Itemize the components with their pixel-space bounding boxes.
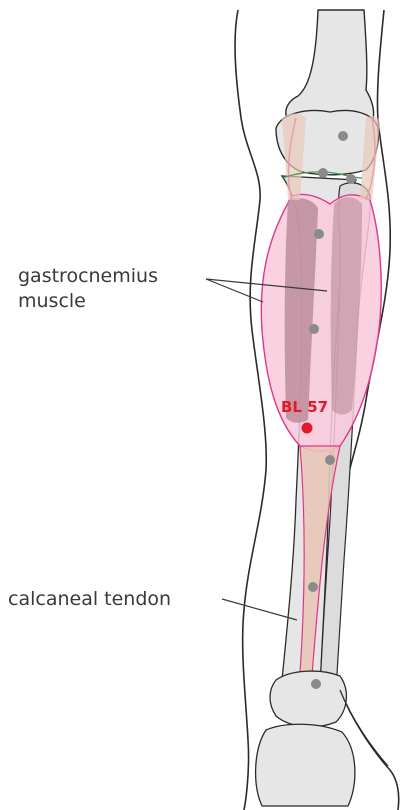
leader-line-gastrocnemius-medial	[206, 279, 263, 302]
calcaneal-tendon-label: calcaneal tendon	[8, 588, 171, 610]
acupoint-bl57-label: BL 57	[281, 398, 328, 416]
acupoint-bl57-marker	[302, 423, 313, 434]
landmark-point	[318, 168, 328, 178]
landmark-point	[338, 131, 348, 141]
landmark-point	[311, 679, 321, 689]
landmark-point	[309, 324, 319, 334]
heel-bone	[256, 724, 355, 806]
landmark-point	[346, 174, 356, 184]
gastrocnemius-label-line1: gastrocnemius	[18, 265, 158, 287]
leader-line-calcaneal-tendon	[222, 599, 297, 620]
landmark-point	[308, 582, 318, 592]
gastrocnemius-label-line2: muscle	[18, 290, 86, 312]
landmark-point	[314, 229, 324, 239]
landmark-point	[325, 455, 335, 465]
ankle-bone	[270, 671, 346, 727]
